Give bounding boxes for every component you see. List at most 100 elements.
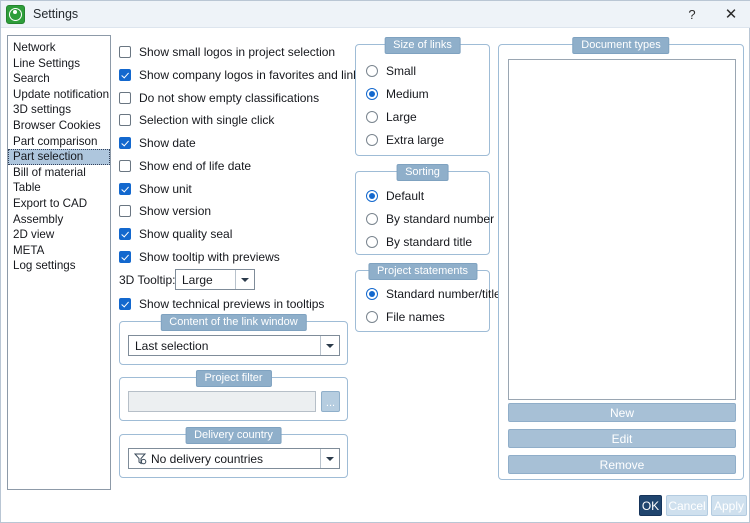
checkbox-box[interactable] (119, 160, 131, 172)
project-filter-input[interactable] (128, 391, 316, 412)
sidebar-item-part-selection[interactable]: Part selection (8, 149, 110, 165)
radio-label: Large (386, 110, 417, 124)
radio-label: Standard number/title (386, 287, 501, 301)
checkbox-show-company-logos[interactable]: Show company logos in favorites and link… (119, 67, 365, 83)
document-types-list[interactable] (508, 59, 736, 400)
checkbox-show-unit[interactable]: Show unit (119, 181, 192, 197)
window-controls: ? ✕ (673, 1, 750, 27)
checkbox-box[interactable] (119, 298, 131, 310)
checkbox-single-click-selection[interactable]: Selection with single click (119, 112, 274, 128)
title-bar: Settings ? ✕ (1, 1, 750, 28)
radio-circle[interactable] (366, 134, 378, 146)
sidebar-item-log-settings[interactable]: Log settings (13, 259, 76, 273)
delivery-country-value: No delivery countries (151, 451, 264, 466)
radio-circle[interactable] (366, 288, 378, 300)
sidebar-item-3d-settings[interactable]: 3D settings (13, 103, 71, 117)
checkbox-box[interactable] (119, 228, 131, 240)
checkbox-label: Show quality seal (139, 227, 233, 241)
sidebar-item-meta[interactable]: META (13, 243, 45, 257)
sidebar-item-2d-view[interactable]: 2D view (13, 228, 55, 242)
sidebar-item-browser-cookies[interactable]: Browser Cookies (13, 118, 101, 132)
project-filter-group-title: Project filter (195, 370, 272, 387)
chevron-down-icon[interactable] (320, 449, 339, 468)
sidebar-item-search[interactable]: Search (13, 72, 50, 86)
radio-sorting-default[interactable]: Default (366, 187, 494, 205)
checkbox-label: Show tooltip with previews (139, 250, 280, 264)
checkbox-label: Show company logos in favorites and link… (139, 68, 366, 82)
radio-size-large[interactable]: Large (366, 108, 444, 126)
checkbox-box[interactable] (119, 69, 131, 81)
checkbox-show-tooltip-with-previews[interactable]: Show tooltip with previews (119, 249, 280, 265)
radio-circle[interactable] (366, 213, 378, 225)
delivery-country-select[interactable]: No delivery countries (128, 448, 340, 469)
checkbox-box[interactable] (119, 46, 131, 58)
project-filter-browse-button[interactable]: ... (321, 391, 340, 412)
project-statements-group-title: Project statements (367, 263, 478, 280)
radio-circle[interactable] (366, 311, 378, 323)
tooltip-3d-select[interactable]: Large (175, 269, 255, 290)
document-types-group: Document types New Edit Remove (498, 37, 744, 480)
chevron-down-icon[interactable] (320, 336, 339, 355)
radio-size-extra-large[interactable]: Extra large (366, 131, 444, 149)
sidebar-item-assembly[interactable]: Assembly (13, 212, 64, 226)
project-statements-group: Project statements Standard number/title… (355, 263, 501, 332)
radio-circle[interactable] (366, 65, 378, 77)
document-types-group-title: Document types (572, 37, 670, 54)
checkbox-show-small-logos[interactable]: Show small logos in project selection (119, 44, 335, 60)
link-window-group-title: Content of the link window (160, 314, 307, 331)
sidebar-item-export-to-cad[interactable]: Export to CAD (13, 196, 88, 210)
radio-statement-file-names[interactable]: File names (366, 308, 501, 326)
apply-button[interactable]: Apply (711, 495, 747, 516)
new-button[interactable]: New (508, 403, 736, 422)
tooltip-3d-label: 3D Tooltip: (119, 273, 176, 287)
checkbox-box[interactable] (119, 205, 131, 217)
radio-size-medium[interactable]: Medium (366, 85, 444, 103)
sorting-group-title: Sorting (396, 164, 449, 181)
sidebar-item-network[interactable]: Network (13, 41, 56, 54)
sidebar-item-update-notification[interactable]: Update notification (13, 87, 110, 101)
chevron-down-icon[interactable] (235, 270, 254, 289)
sidebar-item-line-settings[interactable]: Line Settings (13, 56, 81, 70)
radio-label: By standard number (386, 212, 495, 226)
radio-statement-standard-number-title[interactable]: Standard number/title (366, 285, 501, 303)
checkbox-show-quality-seal[interactable]: Show quality seal (119, 226, 232, 242)
radio-label: Extra large (386, 133, 445, 147)
help-icon[interactable]: ? (688, 6, 696, 22)
radio-circle[interactable] (366, 111, 378, 123)
sorting-group: Sorting Default By standard number By st… (355, 164, 494, 255)
radio-size-small[interactable]: Small (366, 62, 444, 80)
checkbox-label: Show small logos in project selection (139, 45, 336, 59)
close-icon[interactable]: ✕ (724, 6, 738, 23)
settings-category-list[interactable]: Network Line Settings Search Update noti… (7, 35, 111, 490)
remove-button[interactable]: Remove (508, 455, 736, 474)
radio-sorting-by-standard-title[interactable]: By standard title (366, 233, 494, 251)
checkbox-show-end-of-life-date[interactable]: Show end of life date (119, 158, 251, 174)
project-filter-group: Project filter ... (119, 370, 348, 421)
checkbox-show-date[interactable]: Show date (119, 135, 196, 151)
delivery-country-group: Delivery country No delivery countries (119, 427, 348, 478)
sidebar-item-table[interactable]: Table (13, 181, 41, 195)
checkbox-box[interactable] (119, 137, 131, 149)
ok-button[interactable]: OK (639, 495, 662, 516)
tooltip-3d-value: Large (182, 272, 213, 287)
checkbox-box[interactable] (119, 92, 131, 104)
checkbox-box[interactable] (119, 251, 131, 263)
radio-circle[interactable] (366, 88, 378, 100)
link-window-select[interactable]: Last selection (128, 335, 340, 356)
checkbox-show-version[interactable]: Show version (119, 203, 211, 219)
edit-button[interactable]: Edit (508, 429, 736, 448)
link-window-group: Content of the link window Last selectio… (119, 314, 348, 365)
checkbox-box[interactable] (119, 183, 131, 195)
sidebar-item-part-comparison[interactable]: Part comparison (13, 134, 98, 148)
radio-label: Default (386, 189, 425, 203)
radio-circle[interactable] (366, 190, 378, 202)
checkbox-box[interactable] (119, 114, 131, 126)
checkbox-hide-empty-classifications[interactable]: Do not show empty classifications (119, 90, 319, 106)
radio-sorting-by-standard-number[interactable]: By standard number (366, 210, 494, 228)
checkbox-show-technical-previews[interactable]: Show technical previews in tooltips (119, 296, 324, 312)
sidebar-item-bill-of-material[interactable]: Bill of material (13, 165, 86, 179)
radio-label: By standard title (386, 235, 473, 249)
radio-circle[interactable] (366, 236, 378, 248)
cancel-button[interactable]: Cancel (666, 495, 708, 516)
checkbox-label: Show version (139, 204, 212, 218)
